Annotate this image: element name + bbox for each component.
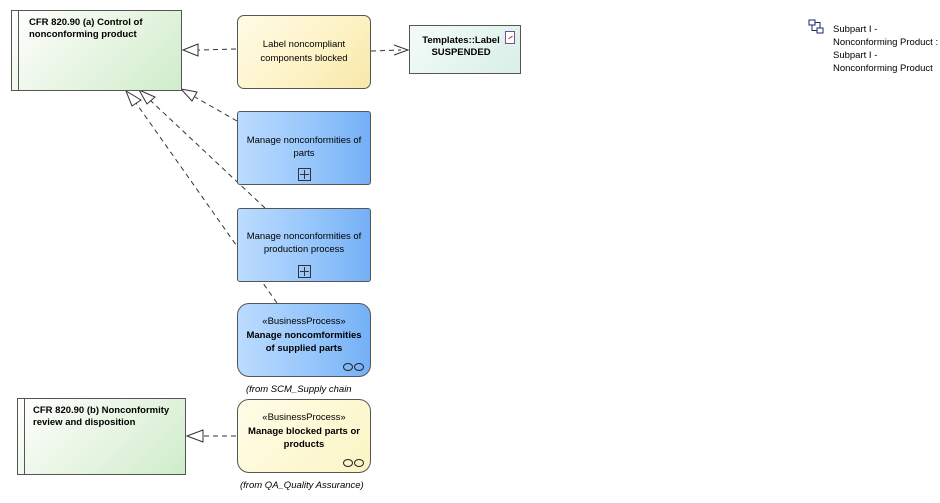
arrowhead-supplied	[124, 89, 142, 107]
dependency-label-to-artifact	[370, 49, 402, 52]
requirement-title: CFR 820.90 (b) Nonconformity review and …	[33, 405, 170, 428]
document-icon	[505, 31, 515, 44]
chain-link-icon	[342, 363, 366, 371]
artifact-name: Templates::Label	[422, 35, 500, 46]
stereotype-label: «BusinessProcess»	[262, 412, 346, 423]
arrowhead-parts	[179, 88, 198, 102]
artifact-text: Templates::Label SUSPENDED	[416, 35, 506, 59]
stereotype-label: «BusinessProcess»	[262, 316, 346, 327]
requirement-bar	[18, 399, 25, 474]
arrowhead-review	[185, 429, 204, 443]
realization-parts-to-control	[194, 96, 238, 122]
artifact-state: SUSPENDED	[431, 47, 491, 58]
from-package-label: (from SCM_Supply chain	[246, 384, 352, 395]
activity-label-blocked[interactable]: Label noncompliant components blocked	[237, 15, 371, 89]
subprocess-parts[interactable]: Manage nonconformities of parts	[237, 111, 371, 185]
package-link-icon	[808, 19, 824, 34]
arrowhead-label	[181, 43, 199, 57]
requirement-title: CFR 820.90 (a) Control of nonconforming …	[29, 17, 143, 40]
chain-link-icon	[342, 459, 366, 467]
process-name: Manage noncomformities of supplied parts	[246, 330, 362, 354]
activity-label: Label noncompliant components blocked	[260, 39, 348, 64]
package-link-text: Subpart I - Nonconforming Product : Subp…	[833, 24, 939, 74]
requirement-control-nonconforming[interactable]: CFR 820.90 (a) Control of nonconforming …	[11, 10, 182, 91]
expand-plus-icon[interactable]	[298, 168, 311, 181]
business-process-blocked-parts[interactable]: «BusinessProcess» Manage blocked parts o…	[237, 399, 371, 473]
expand-plus-icon[interactable]	[298, 265, 311, 278]
subprocess-production[interactable]: Manage nonconformities of production pro…	[237, 208, 371, 282]
artifact-templates-label[interactable]: Templates::Label SUSPENDED	[409, 25, 521, 74]
subprocess-label: Manage nonconformities of parts	[246, 135, 362, 159]
from-package-label: (from QA_Quality Assurance)	[240, 480, 364, 491]
realization-label-to-control	[197, 48, 237, 51]
arrowhead-production	[137, 88, 156, 105]
realization-production-to-control	[150, 100, 266, 209]
subprocess-label: Manage nonconformities of production pro…	[246, 231, 362, 255]
arrowhead-artifact	[393, 44, 410, 56]
requirement-review-disposition[interactable]: CFR 820.90 (b) Nonconformity review and …	[17, 398, 186, 475]
requirement-bar	[12, 11, 19, 90]
business-process-supplied-parts[interactable]: «BusinessProcess» Manage noncomformities…	[237, 303, 371, 377]
process-name: Manage blocked parts or products	[248, 426, 360, 450]
